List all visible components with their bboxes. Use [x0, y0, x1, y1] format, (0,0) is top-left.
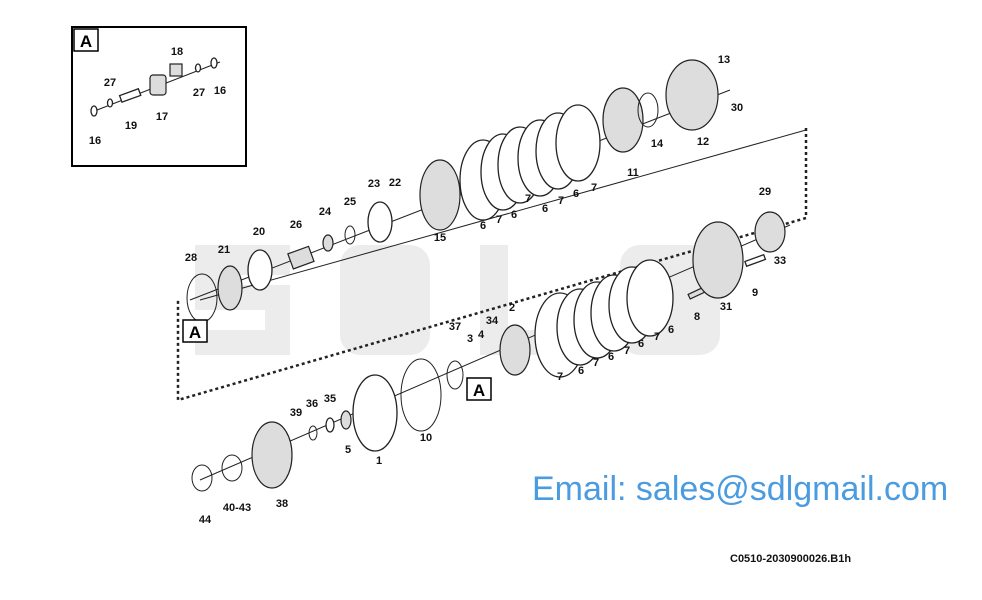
part-callout: 7 — [525, 193, 531, 205]
part-callout: 30 — [731, 102, 743, 114]
part-callout: 8 — [694, 311, 700, 323]
part-callout: 6 — [480, 220, 486, 232]
part-callout: 7 — [591, 182, 597, 194]
drawing-code: C0510-2030900026.B1h — [730, 553, 852, 565]
upper-ref-label: A — [189, 323, 201, 342]
part-callout: 6 — [578, 365, 584, 377]
lower-parts — [191, 211, 791, 492]
inset-parts — [90, 57, 221, 117]
part-callout: 7 — [558, 195, 564, 207]
part-callout: 7 — [496, 214, 502, 226]
part-callout: 16 — [89, 135, 101, 147]
inset-label: A — [80, 32, 92, 51]
part-callout: 19 — [125, 120, 137, 132]
part-callout: 24 — [319, 206, 332, 218]
inset-frame — [71, 26, 247, 167]
part-callout: 38 — [276, 498, 288, 510]
part-callout: 23 — [368, 178, 380, 190]
part-callout: 6 — [638, 338, 644, 350]
part-callout: 36 — [306, 398, 318, 410]
part-callout: 37 — [449, 321, 461, 333]
part-callout: 27 — [193, 87, 205, 99]
part-callout: 6 — [608, 351, 614, 363]
part-callout: 13 — [718, 54, 730, 66]
part-callout: 27 — [104, 77, 116, 89]
assembly-link-dashed — [176, 128, 808, 402]
part-callout: 10 — [420, 432, 432, 444]
email-watermark: Email: sales@sdlgmail.com — [532, 470, 948, 508]
part-callout: 26 — [290, 219, 302, 231]
part-callout: 7 — [593, 357, 599, 369]
part-callout: 7 — [654, 331, 660, 343]
part-callout: 44 — [199, 514, 212, 526]
part-callout: 22 — [389, 177, 401, 189]
part-callout: 6 — [542, 203, 548, 215]
inset-label-box — [73, 28, 99, 52]
part-callout: 35 — [324, 393, 336, 405]
part-callout: 6 — [668, 324, 674, 336]
part-callout: 14 — [651, 138, 664, 150]
part-callout: 28 — [185, 252, 197, 264]
part-callout: 40-43 — [223, 502, 251, 514]
part-callout: 25 — [344, 196, 356, 208]
part-callout: 6 — [511, 209, 517, 221]
part-callout: 11 — [627, 167, 639, 179]
part-callout: 15 — [434, 232, 446, 244]
inset-callouts: 18 27 27 16 19 17 16 — [89, 46, 226, 147]
part-callout: 33 — [774, 255, 786, 267]
part-callout: 17 — [156, 111, 168, 123]
upper-ref-box — [182, 319, 208, 343]
part-callout: 2 — [509, 302, 515, 314]
part-callout: 39 — [290, 407, 302, 419]
lower-callouts: 29 33 9 31 8 6 7 6 7 6 7 6 7 2 34 4 3 37… — [199, 186, 786, 526]
part-callout: 34 — [486, 315, 499, 327]
part-callout: 20 — [253, 226, 265, 238]
part-callout: 4 — [478, 329, 485, 341]
part-callout: 3 — [467, 333, 473, 345]
part-callout: 7 — [557, 371, 563, 383]
part-callout: 6 — [573, 188, 579, 200]
part-callout: 5 — [345, 444, 351, 456]
lower-ref-box — [466, 377, 492, 401]
part-callout: 9 — [752, 287, 758, 299]
part-callout: 16 — [214, 85, 226, 97]
part-callout: 21 — [218, 244, 230, 256]
part-callout: 29 — [759, 186, 771, 198]
part-callout: 31 — [720, 301, 732, 313]
part-callout: 1 — [376, 455, 382, 467]
lower-ref-label: A — [473, 381, 485, 400]
upper-callouts: 13 30 12 14 11 7 6 7 6 7 6 7 6 15 23 22 … — [185, 54, 743, 264]
assembly-link-line — [199, 129, 807, 301]
part-callout: 18 — [171, 46, 183, 58]
upper-parts — [186, 59, 731, 323]
part-callout: 7 — [624, 345, 630, 357]
part-callout: 12 — [697, 136, 709, 148]
